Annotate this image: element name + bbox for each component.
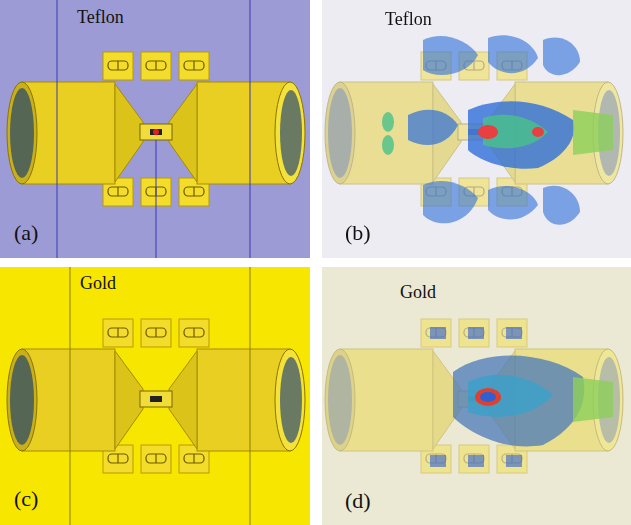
panel-letter: (d) [345, 490, 371, 512]
material-label: Teflon [385, 10, 432, 28]
material-label: Gold [400, 283, 436, 301]
material-label: Gold [80, 274, 116, 292]
panel-letter: (c) [14, 488, 38, 510]
material-label: Teflon [77, 8, 124, 26]
panel-letter: (a) [14, 222, 38, 244]
panel-letter: (b) [345, 222, 371, 244]
